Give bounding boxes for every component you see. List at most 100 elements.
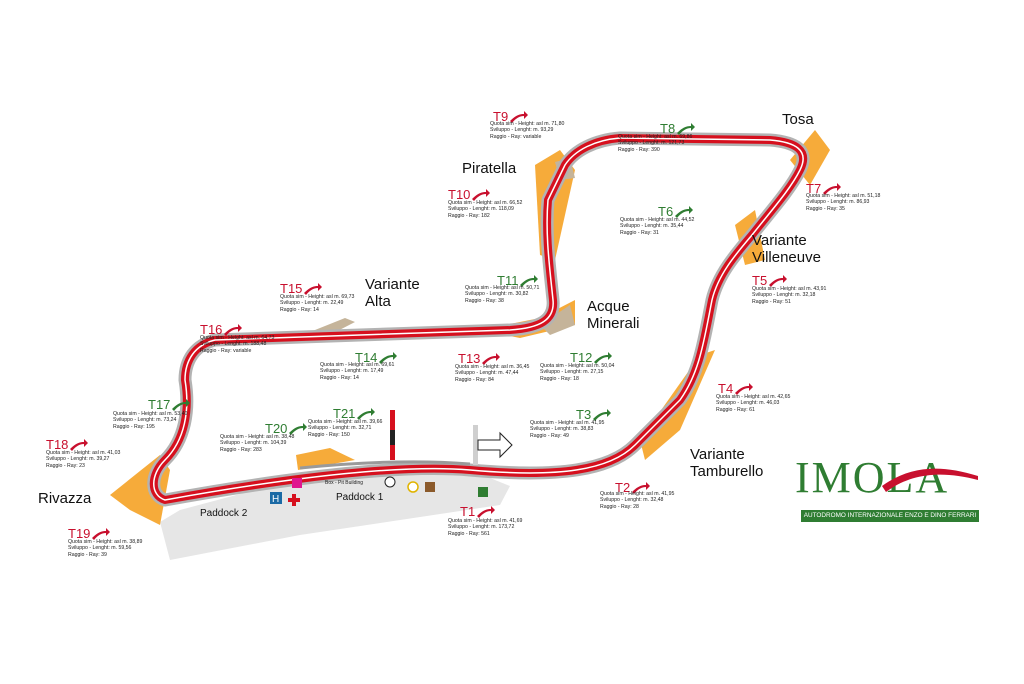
turn-arrow-icon <box>68 438 89 451</box>
turn-height: Quota sim - Height: asl m. 50,04 <box>540 363 615 369</box>
turn-ray: Raggio - Ray: 14 <box>280 306 319 313</box>
turn-arrow-icon <box>821 182 842 195</box>
turn-name: T1 <box>460 503 476 519</box>
turn-height: Quota sim - Height: asl m. 43,91 <box>752 286 827 292</box>
yellow-marker-icon <box>407 481 419 493</box>
turn-arrow-icon <box>767 274 788 287</box>
turn-name: T20 <box>265 420 288 436</box>
pink-marker-icon <box>292 478 302 488</box>
turn-t1: T1 <box>460 503 496 521</box>
turn-height: Quota sim - Height: asl m. 41,95 <box>600 491 675 497</box>
turn-length: Sviluppo - Lenght: m. 46,03 <box>716 400 780 407</box>
turn-name: T14 <box>355 349 378 365</box>
turn-t18: T18 <box>46 436 89 454</box>
track-center-line <box>153 137 804 501</box>
turn-ray: Raggio - Ray: 150 <box>308 431 350 438</box>
hospital-icon <box>270 492 282 504</box>
turn-t14: T14 <box>355 349 398 367</box>
turn-arrow-icon <box>170 398 191 411</box>
turn-length: Sviluppo - Lenght: m. 73,24 <box>113 417 177 424</box>
turn-name: T3 <box>576 406 592 422</box>
turn-length: Sviluppo - Lenght: m. 173,72 <box>448 524 515 531</box>
direction-arrow-icon <box>477 431 513 459</box>
turn-height: Quota sim - Height: asl m. 41,95 <box>530 420 605 426</box>
turn-t4: T4 <box>718 380 754 398</box>
turn-arrow-icon <box>470 188 491 201</box>
label-variante-villeneuve: Variante Villeneuve <box>752 232 821 266</box>
turn-arrow-icon <box>90 527 111 540</box>
label-paddock-2: Paddock 2 <box>200 508 248 519</box>
turn-height: Quota sim - Height: asl m. 38,89 <box>68 539 143 545</box>
turn-length: Sviluppo - Lenght: m. 118,09 <box>448 206 514 213</box>
label-rivazza: Rivazza <box>38 490 92 507</box>
turn-ray: Raggio - Ray: 283 <box>220 446 262 453</box>
turn-ray: Raggio - Ray: 31 <box>620 229 659 236</box>
sector-marker <box>473 425 478 465</box>
turn-ray: Raggio - Ray: 23 <box>46 462 85 469</box>
turn-length: Sviluppo - Lenght: m. 17,49 <box>320 368 384 375</box>
label-piratella: Piratella <box>462 160 517 177</box>
turn-height: Quota sim - Height: asl m. 41,03 <box>46 450 121 456</box>
turn-arrow-icon <box>673 205 694 218</box>
turn-t12: T12 <box>570 349 613 367</box>
turn-t6: T6 <box>658 203 694 221</box>
turn-t19: T19 <box>68 525 111 543</box>
turn-arrow-icon <box>355 407 376 420</box>
turn-ray: Raggio - Ray: 84 <box>455 376 494 383</box>
label-tosa: Tosa <box>782 111 814 128</box>
turn-length: Sviluppo - Lenght: m. 38,83 <box>530 426 594 433</box>
turn-name: T15 <box>280 280 303 296</box>
turn-t11: T11 <box>497 272 539 290</box>
turn-length: Sviluppo - Lenght: m. 86,93 <box>806 199 870 206</box>
turn-arrow-icon <box>302 282 323 295</box>
turn-arrow-icon <box>377 351 398 364</box>
turn-t3: T3 <box>576 406 612 424</box>
turn-name: T5 <box>752 272 768 288</box>
start-finish-checker <box>390 430 395 445</box>
turn-height: Quota sim - Height: asl m. 42,65 <box>716 394 791 400</box>
turn-ray: Raggio - Ray: 195 <box>113 423 155 430</box>
turn-name: T2 <box>615 479 631 495</box>
turn-ray: Raggio - Ray: 61 <box>716 406 755 413</box>
turn-length: Sviluppo - Lenght: m. 104,39 <box>220 440 287 447</box>
turn-height: Quota sim - Height: asl m. 69,86 <box>618 134 693 140</box>
turn-name: T18 <box>46 436 69 452</box>
label-pit-building: Box - Pit Building <box>325 480 364 486</box>
turn-length: Sviluppo - Lenght: m. 32,48 <box>600 497 664 504</box>
turn-ray: Raggio - Ray: variable <box>200 347 252 354</box>
turn-name: T4 <box>718 380 734 396</box>
imola-logo: IMOLA AUTODROMO INTERNAZIONALE ENZO E DI… <box>795 452 985 532</box>
turn-ray: Raggio - Ray: 18 <box>540 375 579 382</box>
turn-height: Quota sim - Height: asl m. 38,48 <box>220 434 295 440</box>
turn-length: Sviluppo - Lenght: m. 32,71 <box>308 425 372 432</box>
turn-ray: Raggio - Ray: 14 <box>320 374 359 381</box>
turn-arrow-icon <box>480 352 501 365</box>
turn-t16: T16 <box>200 321 243 339</box>
turn-arrow-icon <box>592 351 613 364</box>
clock-icon <box>384 476 396 488</box>
turn-height: Quota sim - Height: asl m. 64,73 <box>200 335 275 341</box>
turn-ray: Raggio - Ray: 35 <box>806 205 845 212</box>
turn-height: Quota sim - Height: asl m. 69,73 <box>280 294 355 300</box>
turn-t20: T20 <box>265 420 308 438</box>
turn-ray: Raggio - Ray: 51 <box>752 298 791 305</box>
turn-t13: T13 <box>458 350 501 368</box>
turn-name: T9 <box>493 108 509 124</box>
turn-arrow-icon <box>508 110 529 123</box>
turn-arrow-icon <box>287 422 308 435</box>
logo-name: IMOLA <box>795 453 950 502</box>
